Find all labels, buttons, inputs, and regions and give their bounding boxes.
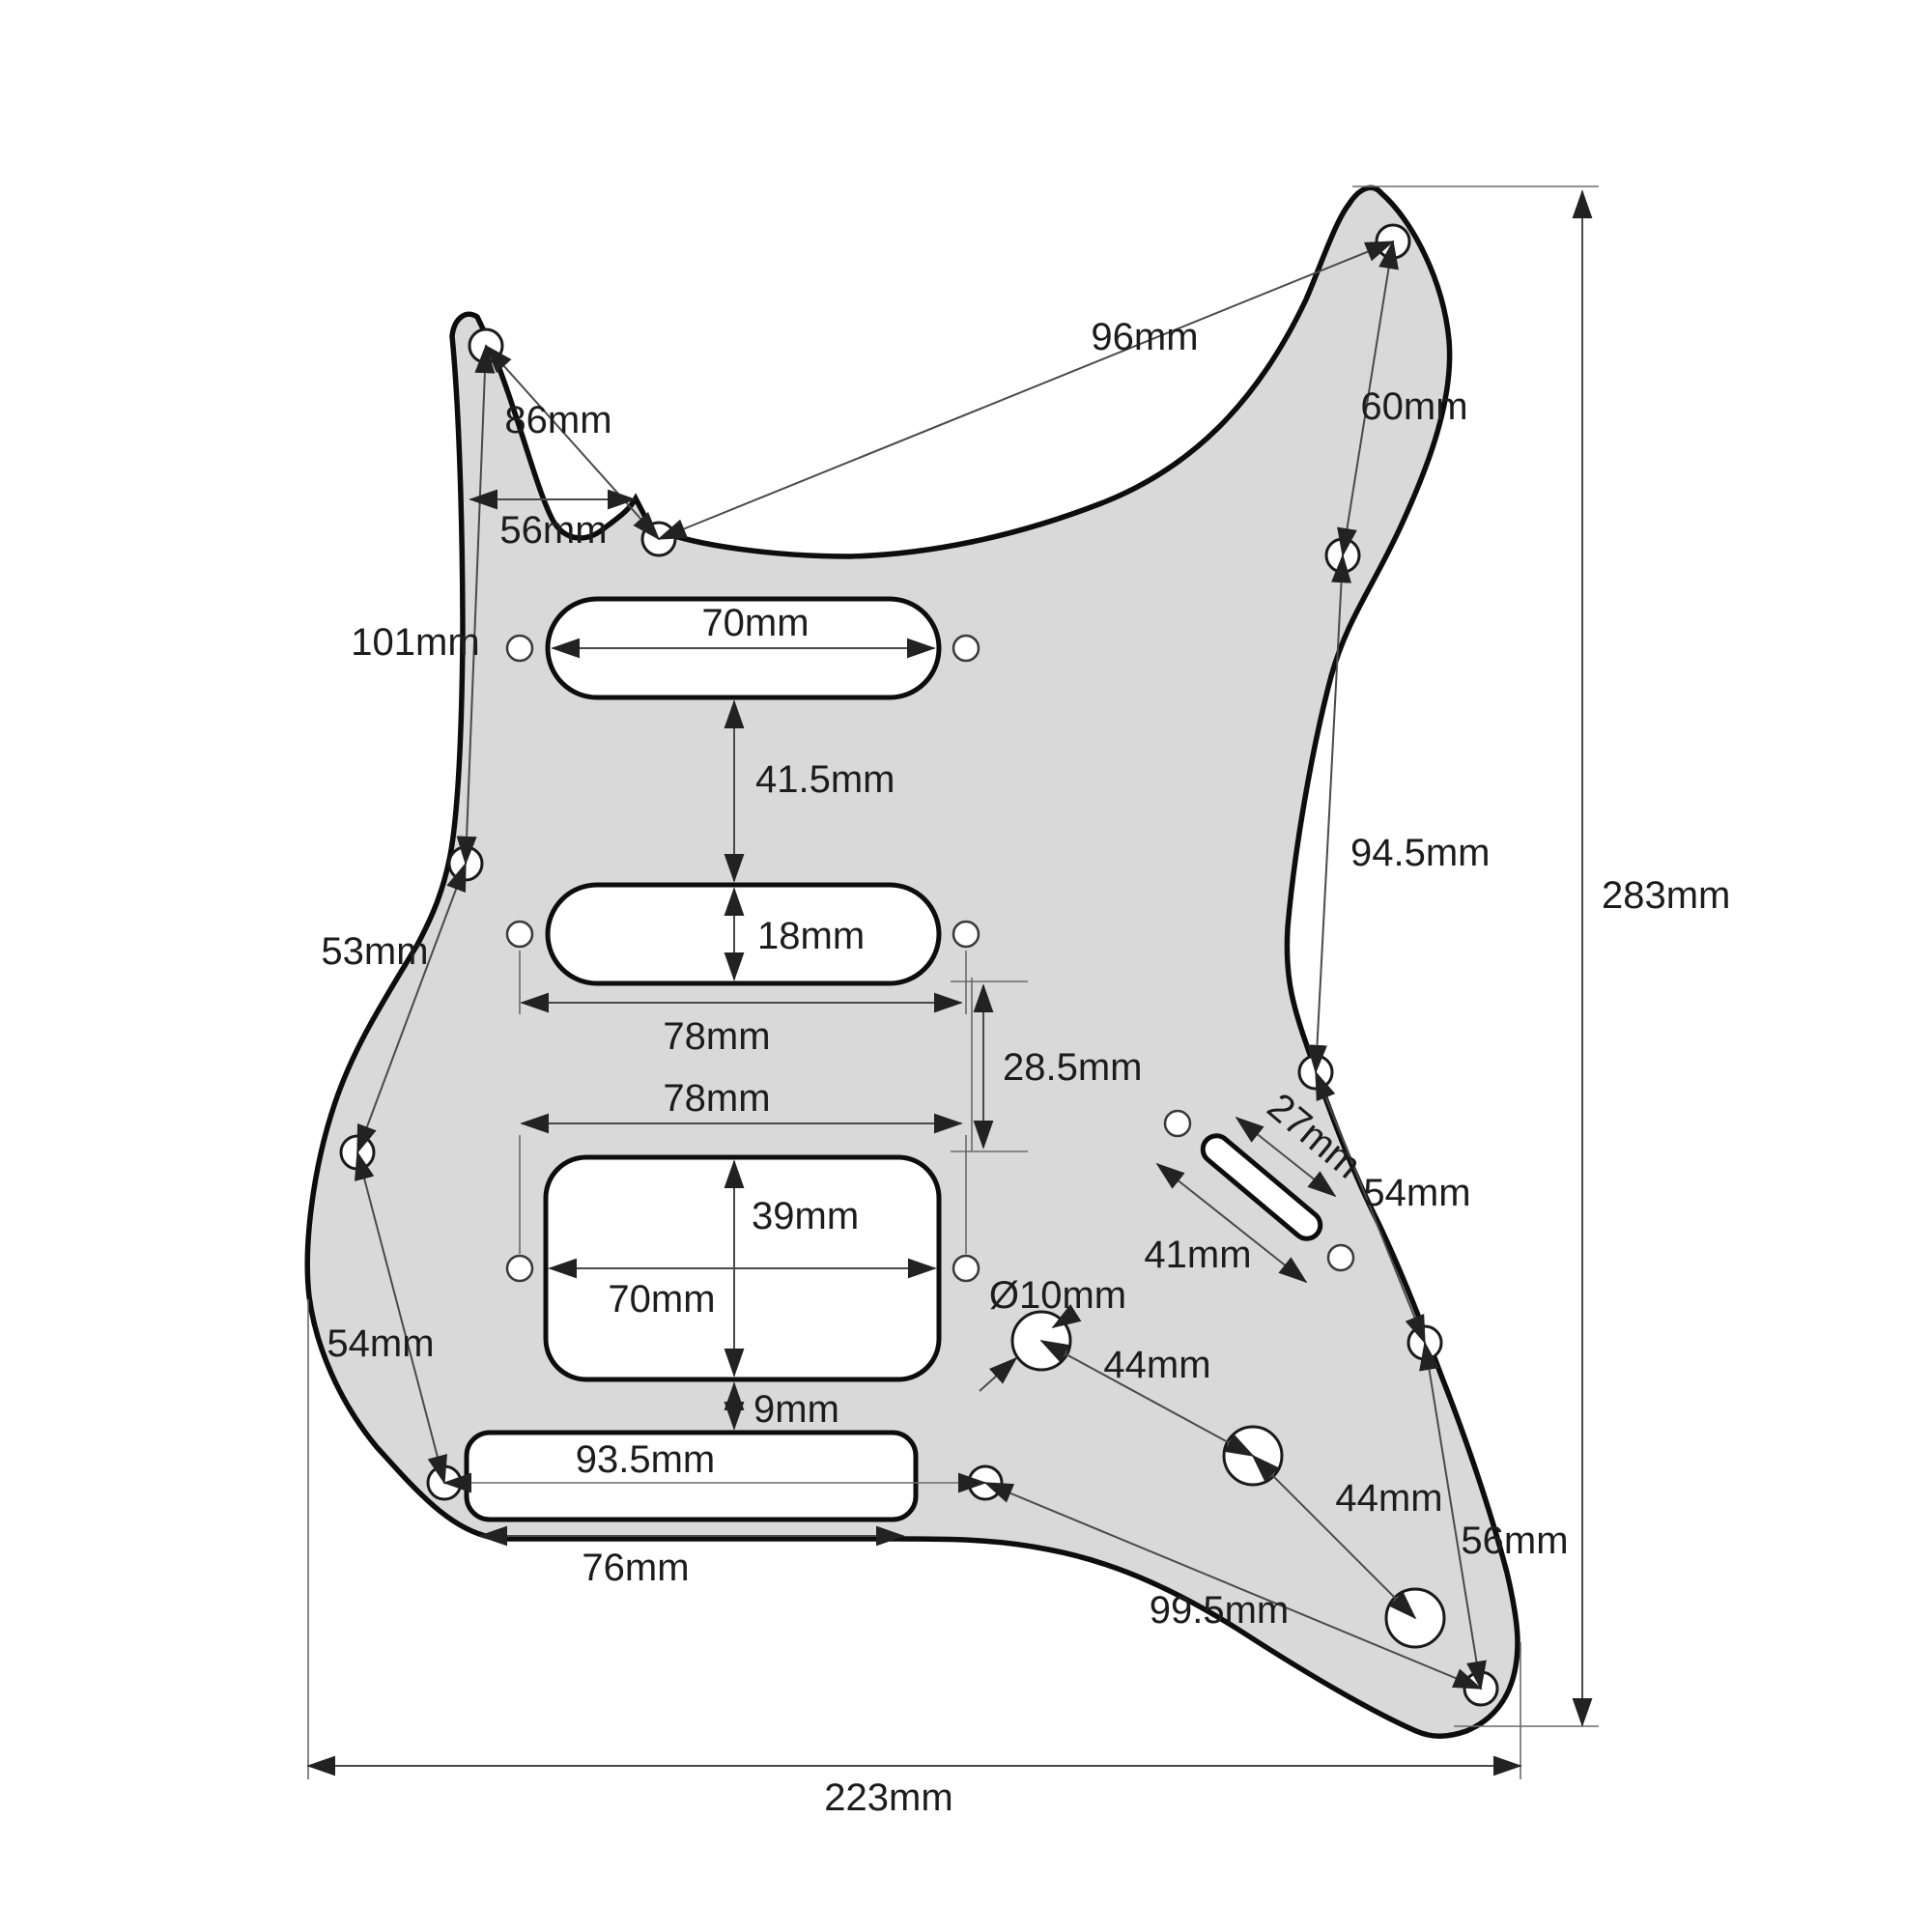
dim-label-70-neck: 70mm — [701, 602, 809, 644]
middle-pickup-screw-right — [952, 920, 980, 949]
dim-label-18: 18mm — [757, 915, 865, 957]
switch-screw-upper — [1163, 1109, 1192, 1138]
dim-label-86: 86mm — [504, 399, 611, 441]
switch-screw-lower — [1326, 1243, 1355, 1272]
dim-label-101: 101mm — [351, 621, 479, 664]
dim-label-44-a: 44mm — [1103, 1344, 1210, 1386]
dim-line-60 — [1337, 240, 1399, 557]
dim-line-53 — [356, 862, 467, 1154]
dim-label-99-5: 99.5mm — [1150, 1589, 1290, 1632]
neck-pickup-screw-left — [505, 634, 534, 663]
dim-label-223: 223mm — [824, 1776, 952, 1819]
dim-label-70-humbucker: 70mm — [608, 1278, 715, 1321]
humbucker-screw-right — [952, 1254, 980, 1283]
middle-pickup-screw-left — [505, 920, 534, 949]
dim-line-41 — [1155, 1162, 1308, 1284]
dim-line-44-a — [1039, 1340, 1255, 1457]
dim-line-44-b — [1251, 1454, 1417, 1620]
dim-line-27 — [1235, 1116, 1337, 1198]
dim-line-54-left — [355, 1151, 447, 1485]
dim-label-78-a: 78mm — [663, 1015, 770, 1058]
dim-label-78-b: 78mm — [663, 1077, 770, 1120]
dim-label-44-b: 44mm — [1335, 1477, 1442, 1520]
dim-label-94-5: 94.5mm — [1350, 832, 1491, 874]
dim-label-76: 76mm — [582, 1547, 689, 1589]
leader-dia10-a — [1051, 1304, 1082, 1328]
dim-line-94-5 — [1306, 554, 1352, 1074]
dim-label-41: 41mm — [1144, 1234, 1251, 1276]
dim-label-39: 39mm — [752, 1195, 859, 1237]
dim-label-56-bottom-right: 56mm — [1461, 1520, 1568, 1562]
dim-label-54-right: 54mm — [1363, 1172, 1470, 1214]
dim-line-99-5 — [983, 1482, 1483, 1690]
dim-label-41-5: 41.5mm — [755, 758, 895, 801]
middle-pickup-cutout — [545, 882, 942, 986]
humbucker-screw-left — [505, 1254, 534, 1283]
dim-label-56-top: 56mm — [499, 509, 607, 552]
dim-label-53: 53mm — [321, 930, 428, 973]
dim-label-dia10: Ø10mm — [989, 1274, 1126, 1317]
neck-pickup-screw-right — [952, 634, 980, 663]
dim-label-60: 60mm — [1360, 385, 1467, 428]
dim-label-9: 9mm — [753, 1388, 839, 1431]
dim-label-96: 96mm — [1091, 316, 1198, 358]
dim-label-54-left: 54mm — [327, 1322, 434, 1365]
dim-label-93-5: 93.5mm — [576, 1438, 716, 1481]
dim-label-28-5: 28.5mm — [1003, 1046, 1143, 1089]
leader-dia10-b — [979, 1356, 1018, 1392]
dim-line-101 — [456, 344, 496, 866]
dim-line-96 — [657, 241, 1395, 540]
dim-label-283: 283mm — [1602, 874, 1730, 917]
